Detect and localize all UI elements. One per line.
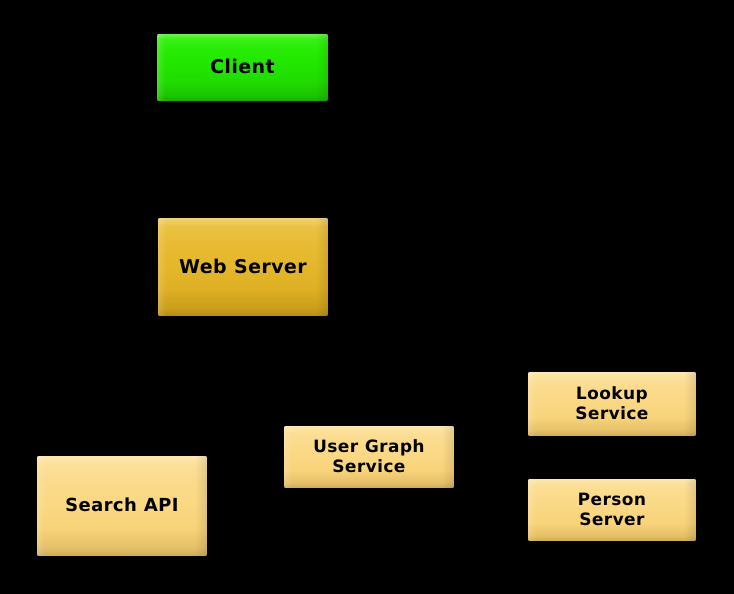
node-label-user-graph-service: User Graph Service [313, 436, 425, 477]
node-label-search-api: Search API [65, 495, 179, 517]
diagram-node-user-graph-service[interactable]: User Graph Service [284, 426, 454, 488]
node-label-lookup-service: Lookup Service [575, 383, 649, 424]
diagram-node-search-api[interactable]: Search API [37, 456, 207, 556]
diagram-node-client[interactable]: Client [157, 34, 328, 101]
node-label-web-server: Web Server [179, 255, 307, 278]
diagram-node-web-server[interactable]: Web Server [158, 218, 328, 316]
node-label-client: Client [210, 56, 275, 79]
diagram-node-person-server[interactable]: Person Server [528, 479, 696, 541]
diagram-node-lookup-service[interactable]: Lookup Service [528, 372, 696, 436]
node-label-person-server: Person Server [577, 489, 647, 530]
